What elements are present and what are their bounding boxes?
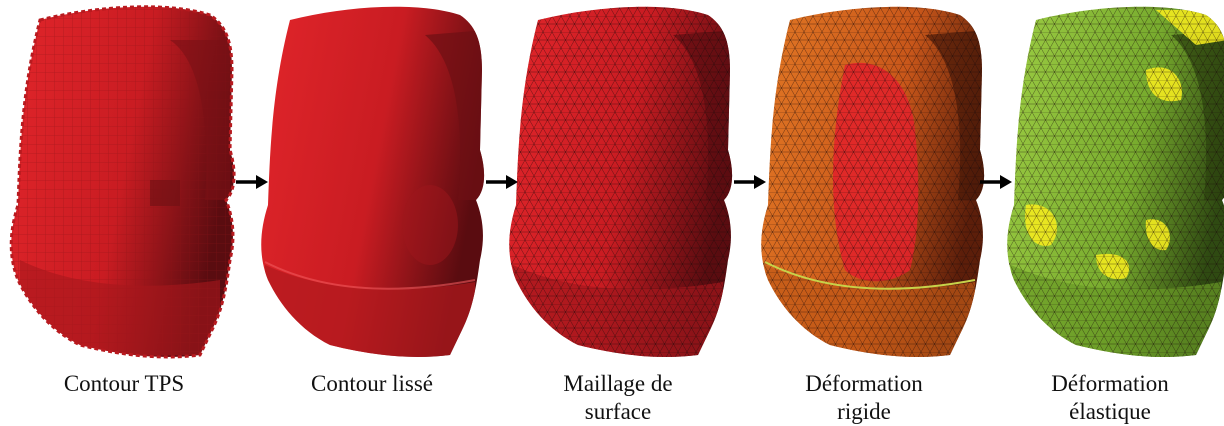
caption-elastic-deformation: Déformation élastique [990,370,1224,426]
caption-line-1: Contour TPS [4,370,244,398]
caption-tps-contour: Contour TPS [4,370,244,398]
panel-smoothed-contour [250,0,490,370]
caption-surface-mesh: Maillage de surface [498,370,738,426]
caption-line-2: élastique [990,398,1224,426]
caption-line-1: Contour lissé [252,370,492,398]
panel-tps-contour [0,0,240,370]
voxel-organ-image [0,0,240,370]
caption-rigid-deformation: Déformation rigide [744,370,984,426]
right-arrow-icon [978,172,1014,192]
panel-elastic-deformation [996,0,1224,370]
caption-line-2: rigide [744,398,984,426]
caption-line-1: Maillage de [498,370,738,398]
elastic-organ-image [996,0,1224,370]
right-arrow-icon [484,172,520,192]
caption-line-1: Déformation [990,370,1224,398]
caption-line-2: surface [498,398,738,426]
smooth-organ-image [250,0,490,370]
panel-surface-mesh [498,0,738,370]
rigid-organ-image [750,0,990,370]
caption-smoothed-contour: Contour lissé [252,370,492,398]
mesh-organ-image [498,0,738,370]
right-arrow-icon [732,172,768,192]
right-arrow-icon [234,172,270,192]
caption-line-1: Déformation [744,370,984,398]
panel-rigid-deformation [750,0,990,370]
